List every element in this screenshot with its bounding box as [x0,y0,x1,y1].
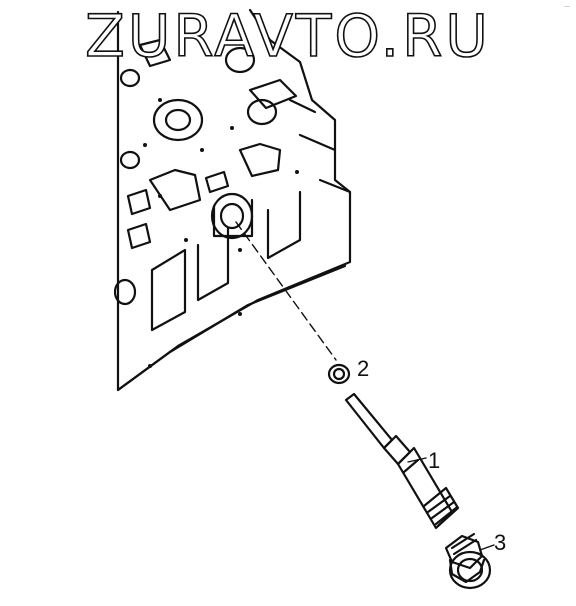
nut [444,532,492,590]
watermark: ZURAVTO.RU [84,1,491,71]
callout-3: 3 [494,530,507,555]
cylinder-head [113,8,352,392]
callout-2: 2 [357,356,370,381]
leader-3 [479,544,495,551]
washer [327,363,351,385]
injector [344,392,460,530]
leader-1 [407,457,427,463]
corner-mark: ... [564,2,570,9]
center-line [235,221,337,361]
callout-1: 1 [428,448,441,473]
